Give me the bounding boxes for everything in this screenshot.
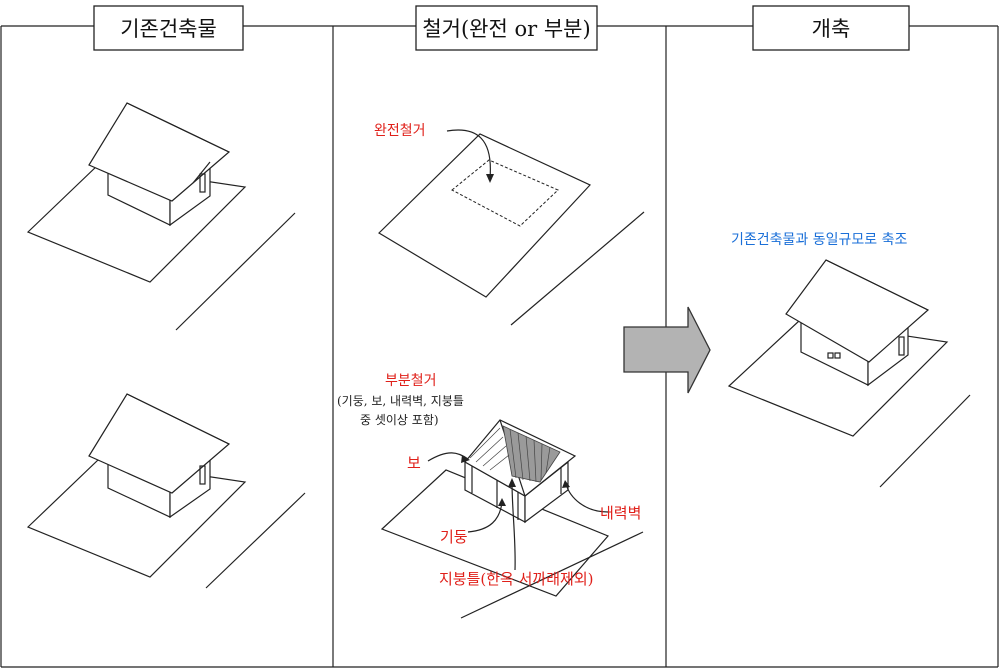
roof-ridge [126,393,230,445]
lot-plot [380,469,610,597]
road-line [879,394,971,488]
title-demolition: 철거(완전 or 부분) [422,17,590,41]
lot-plot [378,133,592,298]
label-full-demolition: 완전철거 [374,123,426,139]
window [827,352,834,359]
panel-title-demolition: 철거(완전 or 부분) [415,5,598,51]
door [199,465,206,485]
window [834,352,841,359]
rebuild-caption: 기존건축물과 동일규모로 축조 [731,232,907,248]
existing-house-top [26,102,296,331]
road-line [205,492,306,589]
bearing-wall-arrow [565,483,609,513]
road-line [510,211,645,326]
demolished-footprint [451,159,559,227]
rebuilt-house: 기존건축물과 동일규모로 축조 [727,232,971,488]
label-bearing-wall: 내력벽 [600,504,641,522]
column-arrow [467,501,503,533]
label-column: 기둥 [440,528,468,546]
roof-ridge [825,259,929,311]
road-line [175,212,296,331]
roof-frame-arrow [511,481,516,571]
partial-note-line1: (기둥, 보, 내력벽, 지붕틀 [337,394,464,408]
road-line [460,531,644,619]
roof-ridge [126,102,230,153]
panel-title-rebuild: 개축 [752,5,910,51]
panel-title-existing: 기존건축물 [93,5,244,51]
label-partial-demolition: 부분철거 [385,373,437,389]
full-demolition-diagram: 완전철거 [374,123,645,326]
partial-demolition-diagram: 부분철거 (기둥, 보, 내력벽, 지붕틀 중 셋이상 포함) [337,373,644,619]
existing-house-bottom [26,393,306,589]
door [199,173,206,193]
title-existing-building: 기존건축물 [120,17,217,41]
transition-arrow-icon [623,306,711,394]
door [898,336,905,356]
title-rebuild: 개축 [812,17,851,41]
label-beam: 보 [407,454,421,472]
label-roof-frame: 지붕틀(한옥 서까래제외) [439,570,593,588]
full-demolition-arrow [446,129,491,179]
rafters-shaded [502,425,561,483]
partial-note-line2: 중 셋이상 포함) [360,413,439,427]
